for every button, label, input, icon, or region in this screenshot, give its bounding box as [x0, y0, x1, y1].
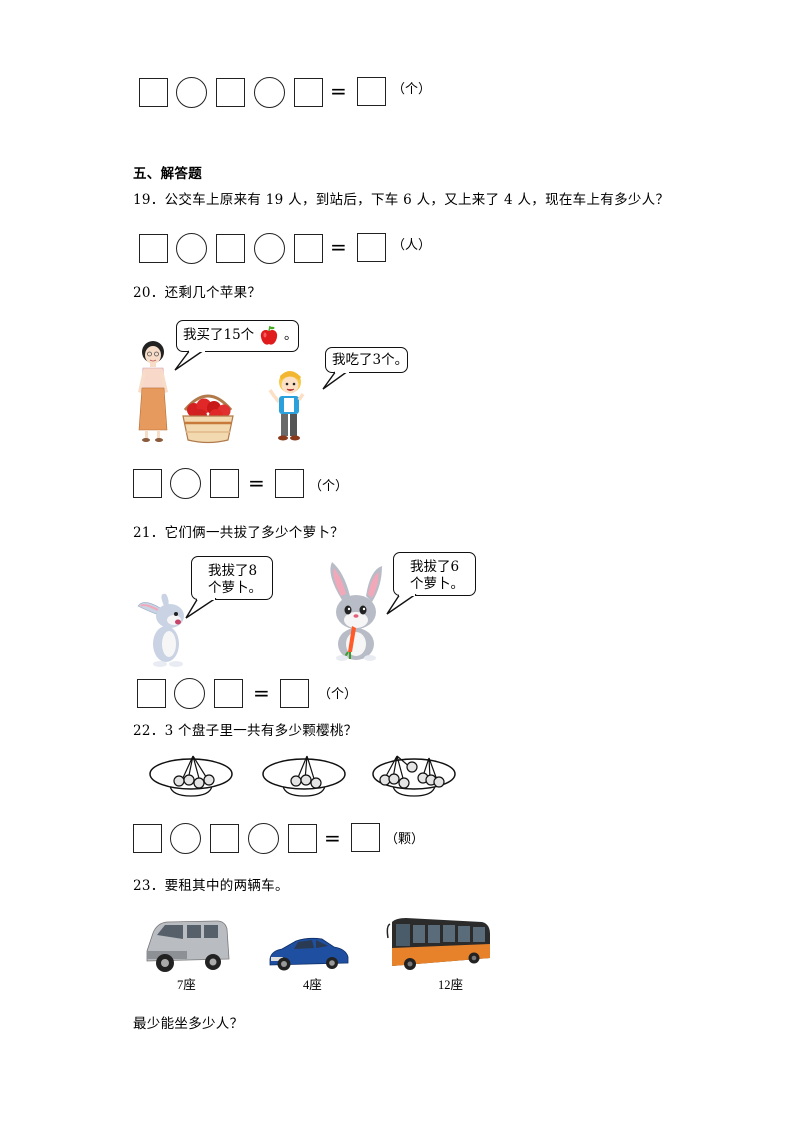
apple-basket-illustration [182, 394, 234, 444]
answer-box-2[interactable] [210, 469, 239, 498]
speech-tail [174, 350, 205, 371]
answer-box-2[interactable] [216, 78, 245, 107]
van-illustration [146, 920, 230, 972]
question-19: 19．公交车上原来有 19 人，到站后，下车 6 人，又上来了 4 人，现在车上… [133, 192, 670, 208]
plate-2-cherries [262, 755, 346, 797]
question-21: 21．它们俩一共拔了多少个萝卜？ [133, 525, 344, 541]
speech-tail [386, 594, 417, 615]
answer-box-1[interactable] [137, 679, 166, 708]
question-22: 22．3 个盘子里一共有多少颗樱桃？ [133, 723, 358, 739]
unit-label: （人） [392, 238, 432, 253]
answer-box-1[interactable] [133, 469, 162, 498]
equals-sign: = [248, 471, 265, 495]
answer-box-3[interactable] [294, 78, 323, 107]
equals-sign: = [324, 826, 341, 850]
sedan-illustration [269, 937, 349, 971]
rabbit-1-illustration [137, 593, 184, 667]
bus-seats-label: 12座 [438, 978, 464, 992]
operator-circle-1[interactable] [176, 77, 207, 108]
operator-circle-1[interactable] [170, 823, 201, 854]
answer-box-3[interactable] [288, 824, 317, 853]
result-box[interactable] [280, 679, 309, 708]
answer-box-2[interactable] [210, 824, 239, 853]
answer-box-3[interactable] [294, 234, 323, 263]
van-seats-label: 7座 [177, 978, 196, 992]
rabbit-2-speech-line1: 我拔了6 [410, 559, 460, 575]
operator-circle-2[interactable] [254, 77, 285, 108]
rabbit-1-speech-line2: 个萝卜。 [208, 580, 262, 596]
mother-speech-text: 我买了15个 [183, 327, 255, 343]
rabbit-1-speech-line1: 我拔了8 [208, 563, 258, 579]
operator-circle-2[interactable] [248, 823, 279, 854]
result-box[interactable] [351, 823, 380, 852]
equals-sign: = [330, 79, 347, 103]
rabbit-2-illustration [330, 562, 382, 661]
plate-1-cherries [149, 755, 233, 797]
question-23: 23．要租其中的两辆车。 [133, 878, 289, 894]
unit-label: （个） [309, 479, 349, 494]
unit-label: （个） [392, 82, 432, 97]
rabbit-2-speech-bubble: 我拔了6 个萝卜。 [393, 552, 476, 596]
unit-label: （颗） [385, 832, 425, 847]
speech-tail [185, 598, 217, 619]
operator-circle-2[interactable] [254, 233, 285, 264]
answer-box-1[interactable] [139, 234, 168, 263]
question-23-followup: 最少能坐多少人？ [133, 1016, 244, 1032]
rabbit-2-speech-line2: 个萝卜。 [410, 576, 464, 592]
answer-box-2[interactable] [214, 679, 243, 708]
boy-speech-text: 我吃了3个。 [332, 352, 409, 368]
mother-speech-suffix: 。 [284, 327, 298, 343]
operator-circle-1[interactable] [174, 678, 205, 709]
operator-circle-1[interactable] [170, 468, 201, 499]
bus-illustration [386, 918, 490, 970]
result-box[interactable] [275, 469, 304, 498]
answer-box-1[interactable] [133, 824, 162, 853]
answer-box-1[interactable] [139, 78, 168, 107]
unit-label: （个） [318, 687, 358, 702]
plate-3-cherries [372, 755, 456, 797]
mother-speech-bubble: 我买了15个 。 [176, 320, 299, 352]
equals-sign: = [253, 681, 270, 705]
sedan-seats-label: 4座 [303, 978, 322, 992]
equals-sign: = [330, 235, 347, 259]
result-box[interactable] [357, 77, 386, 106]
question-20: 20．还剩几个苹果？ [133, 285, 262, 301]
speech-tail [322, 371, 349, 390]
section-title: 五、解答题 [133, 166, 202, 182]
rabbit-1-speech-bubble: 我拔了8 个萝卜。 [191, 556, 273, 600]
boy-speech-bubble: 我吃了3个。 [325, 347, 408, 373]
operator-circle-1[interactable] [176, 233, 207, 264]
apple-icon [258, 325, 280, 351]
result-box[interactable] [357, 233, 386, 262]
boy-illustration [268, 371, 305, 441]
answer-box-2[interactable] [216, 234, 245, 263]
mother-illustration [138, 341, 168, 442]
